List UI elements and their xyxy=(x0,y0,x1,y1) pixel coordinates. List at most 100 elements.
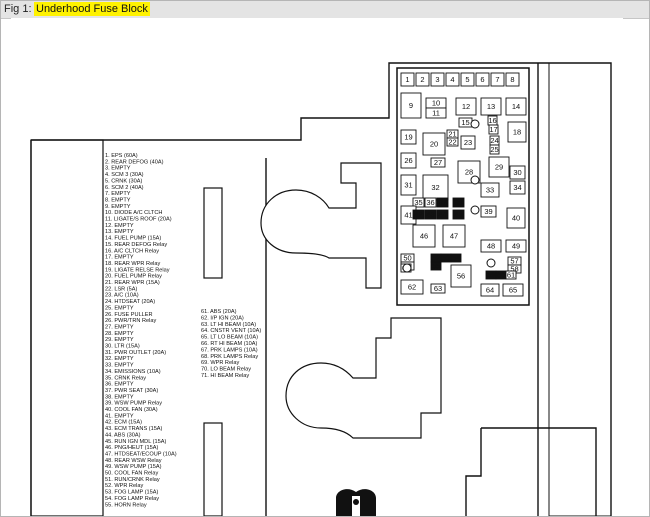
legend-item: 15. REAR DEFOG Relay xyxy=(105,242,167,248)
legend-item: 22. LSR (5A) xyxy=(105,286,137,292)
fuse-cell xyxy=(446,137,459,147)
legend-item: 12. EMPTY xyxy=(105,223,134,229)
legend-item: 67. PRK LAMPS (10A) xyxy=(201,347,258,353)
fuse-cell xyxy=(430,157,446,168)
legend-item: 19. LIGATE RELSE Relay xyxy=(105,267,170,273)
fuse-number: 34 xyxy=(513,183,521,192)
legend-item: 6. SCM 2 (40A) xyxy=(105,185,144,191)
fuse-cell xyxy=(489,144,500,155)
fuse-cell xyxy=(480,182,500,198)
legend-item: 33. EMPTY xyxy=(105,363,134,369)
fuse-number: 38 xyxy=(454,198,462,207)
legend-item: 70. LO BEAM Relay xyxy=(201,367,251,373)
legend-left: 1. EPS (60A)2. REAR DEFOG (40A)3. EMPTY4… xyxy=(105,153,177,508)
legend-item: 14. FUEL PUMP (15A) xyxy=(105,236,161,242)
legend-item: 69. WPR Relay xyxy=(201,360,239,366)
fuse-number: 25 xyxy=(490,145,498,154)
fuse-cell xyxy=(502,283,524,297)
socket xyxy=(402,263,412,273)
fuse-number: 48 xyxy=(487,241,495,250)
fuse-cell xyxy=(507,121,527,143)
fuse-cell xyxy=(460,72,475,87)
fuse-cell xyxy=(509,180,526,195)
slot-lower xyxy=(203,422,223,516)
fuse-number: 18 xyxy=(513,127,521,136)
fuse-number: 36 xyxy=(426,198,434,207)
fuse-cell xyxy=(505,270,517,280)
fuse-cell xyxy=(505,72,520,87)
fuse-cell xyxy=(450,253,462,263)
fuse-cell xyxy=(415,72,430,87)
legend-item: 47. HTDSEAT/ECOUP (10A) xyxy=(105,451,177,457)
fuse-number: 64 xyxy=(486,285,494,294)
fuse-cell xyxy=(412,209,425,220)
fuse-cell xyxy=(505,239,527,253)
fuse-cell xyxy=(475,72,490,87)
fuse-number: 2 xyxy=(420,75,424,84)
fuse-cell xyxy=(480,283,500,297)
fuse-number: 19 xyxy=(404,132,412,141)
fuse-number: 24 xyxy=(490,136,498,145)
legend-item: 52. WPR Relay xyxy=(105,483,143,489)
book-icon xyxy=(336,489,376,516)
legend-item: 44. ABS (30A) xyxy=(105,432,141,438)
fuse-number: 35 xyxy=(414,198,422,207)
legend-item: 54. FOG LAMP Relay xyxy=(105,496,159,502)
legend-item: 24. HTDSEAT (20A) xyxy=(105,299,155,305)
legend-item: 68. PRK LAMPS Relay xyxy=(201,354,258,360)
legend-item: 63. LT HI BEAM (10A) xyxy=(201,322,256,328)
legend-item: 36. EMPTY xyxy=(105,382,134,388)
fuse-cell xyxy=(400,92,422,119)
legend-item: 7. EMPTY xyxy=(105,191,131,197)
fuse-cell xyxy=(506,207,526,229)
legend-item: 29. EMPTY xyxy=(105,337,134,343)
fuse-number: 6 xyxy=(480,75,484,84)
legend-item: 53. FOG LAMP (15A) xyxy=(105,490,159,496)
fuse-number: 63 xyxy=(434,284,442,293)
fuse-number: 58 xyxy=(510,264,518,273)
legend-item: 61. ABS (20A) xyxy=(201,309,237,315)
legend-item: 35. CRNK Relay xyxy=(105,375,146,381)
slot-upper xyxy=(203,187,223,279)
fuse-number: 46 xyxy=(420,231,428,240)
legend-item: 30. LTR (15A) xyxy=(105,344,140,350)
right-strip xyxy=(548,62,612,516)
fuse-number: 22 xyxy=(448,137,456,146)
bracket-upper xyxy=(260,162,382,289)
fuse-number: 32 xyxy=(431,183,439,192)
fuse-number: 41 xyxy=(404,210,412,219)
fuse-number: 33 xyxy=(486,185,494,194)
legend-item: 48. REAR WSW Relay xyxy=(105,458,162,464)
legend-item: 9. EMPTY xyxy=(105,204,131,210)
fuse-cell xyxy=(480,97,502,116)
fuse-number: 53 xyxy=(442,253,450,262)
fuse-number: 26 xyxy=(404,156,412,165)
fuse-number: 11 xyxy=(432,108,440,117)
legend-item: 13. EMPTY xyxy=(105,229,134,235)
fuse-number: 17 xyxy=(489,125,497,134)
legend-item: 18. REAR WPR Relay xyxy=(105,261,161,267)
fuse-number: 20 xyxy=(430,139,438,148)
legend-item: 11. LIGATE/S ROOF (20A) xyxy=(105,217,172,223)
legend-item: 3. EMPTY xyxy=(105,166,131,172)
legend-item: 16. A/C CLTCH Relay xyxy=(105,248,159,254)
fuse-cell xyxy=(490,72,505,87)
legend-item: 26. FUSE PULLER xyxy=(105,312,153,318)
caption-prefix: Fig 1: xyxy=(4,3,35,15)
fuse-cell xyxy=(509,165,526,180)
fuse-number: 60 xyxy=(497,270,505,279)
fuse-number: 31 xyxy=(404,180,412,189)
caption-bar: Fig 1: Underhood Fuse Block xyxy=(1,1,649,19)
legend-item: 37. PWR SEAT (30A) xyxy=(105,388,158,394)
fuse-number: 43 xyxy=(426,210,434,219)
legend-item: 23. A/C (10A) xyxy=(105,293,139,299)
legend-item: 64. CNSTR VENT (10A) xyxy=(201,328,261,334)
fuse-cell xyxy=(442,224,466,248)
fuse-number: 45 xyxy=(454,210,462,219)
legend-item: 26. PWR/TRN Relay xyxy=(105,318,156,324)
socket xyxy=(470,175,480,185)
